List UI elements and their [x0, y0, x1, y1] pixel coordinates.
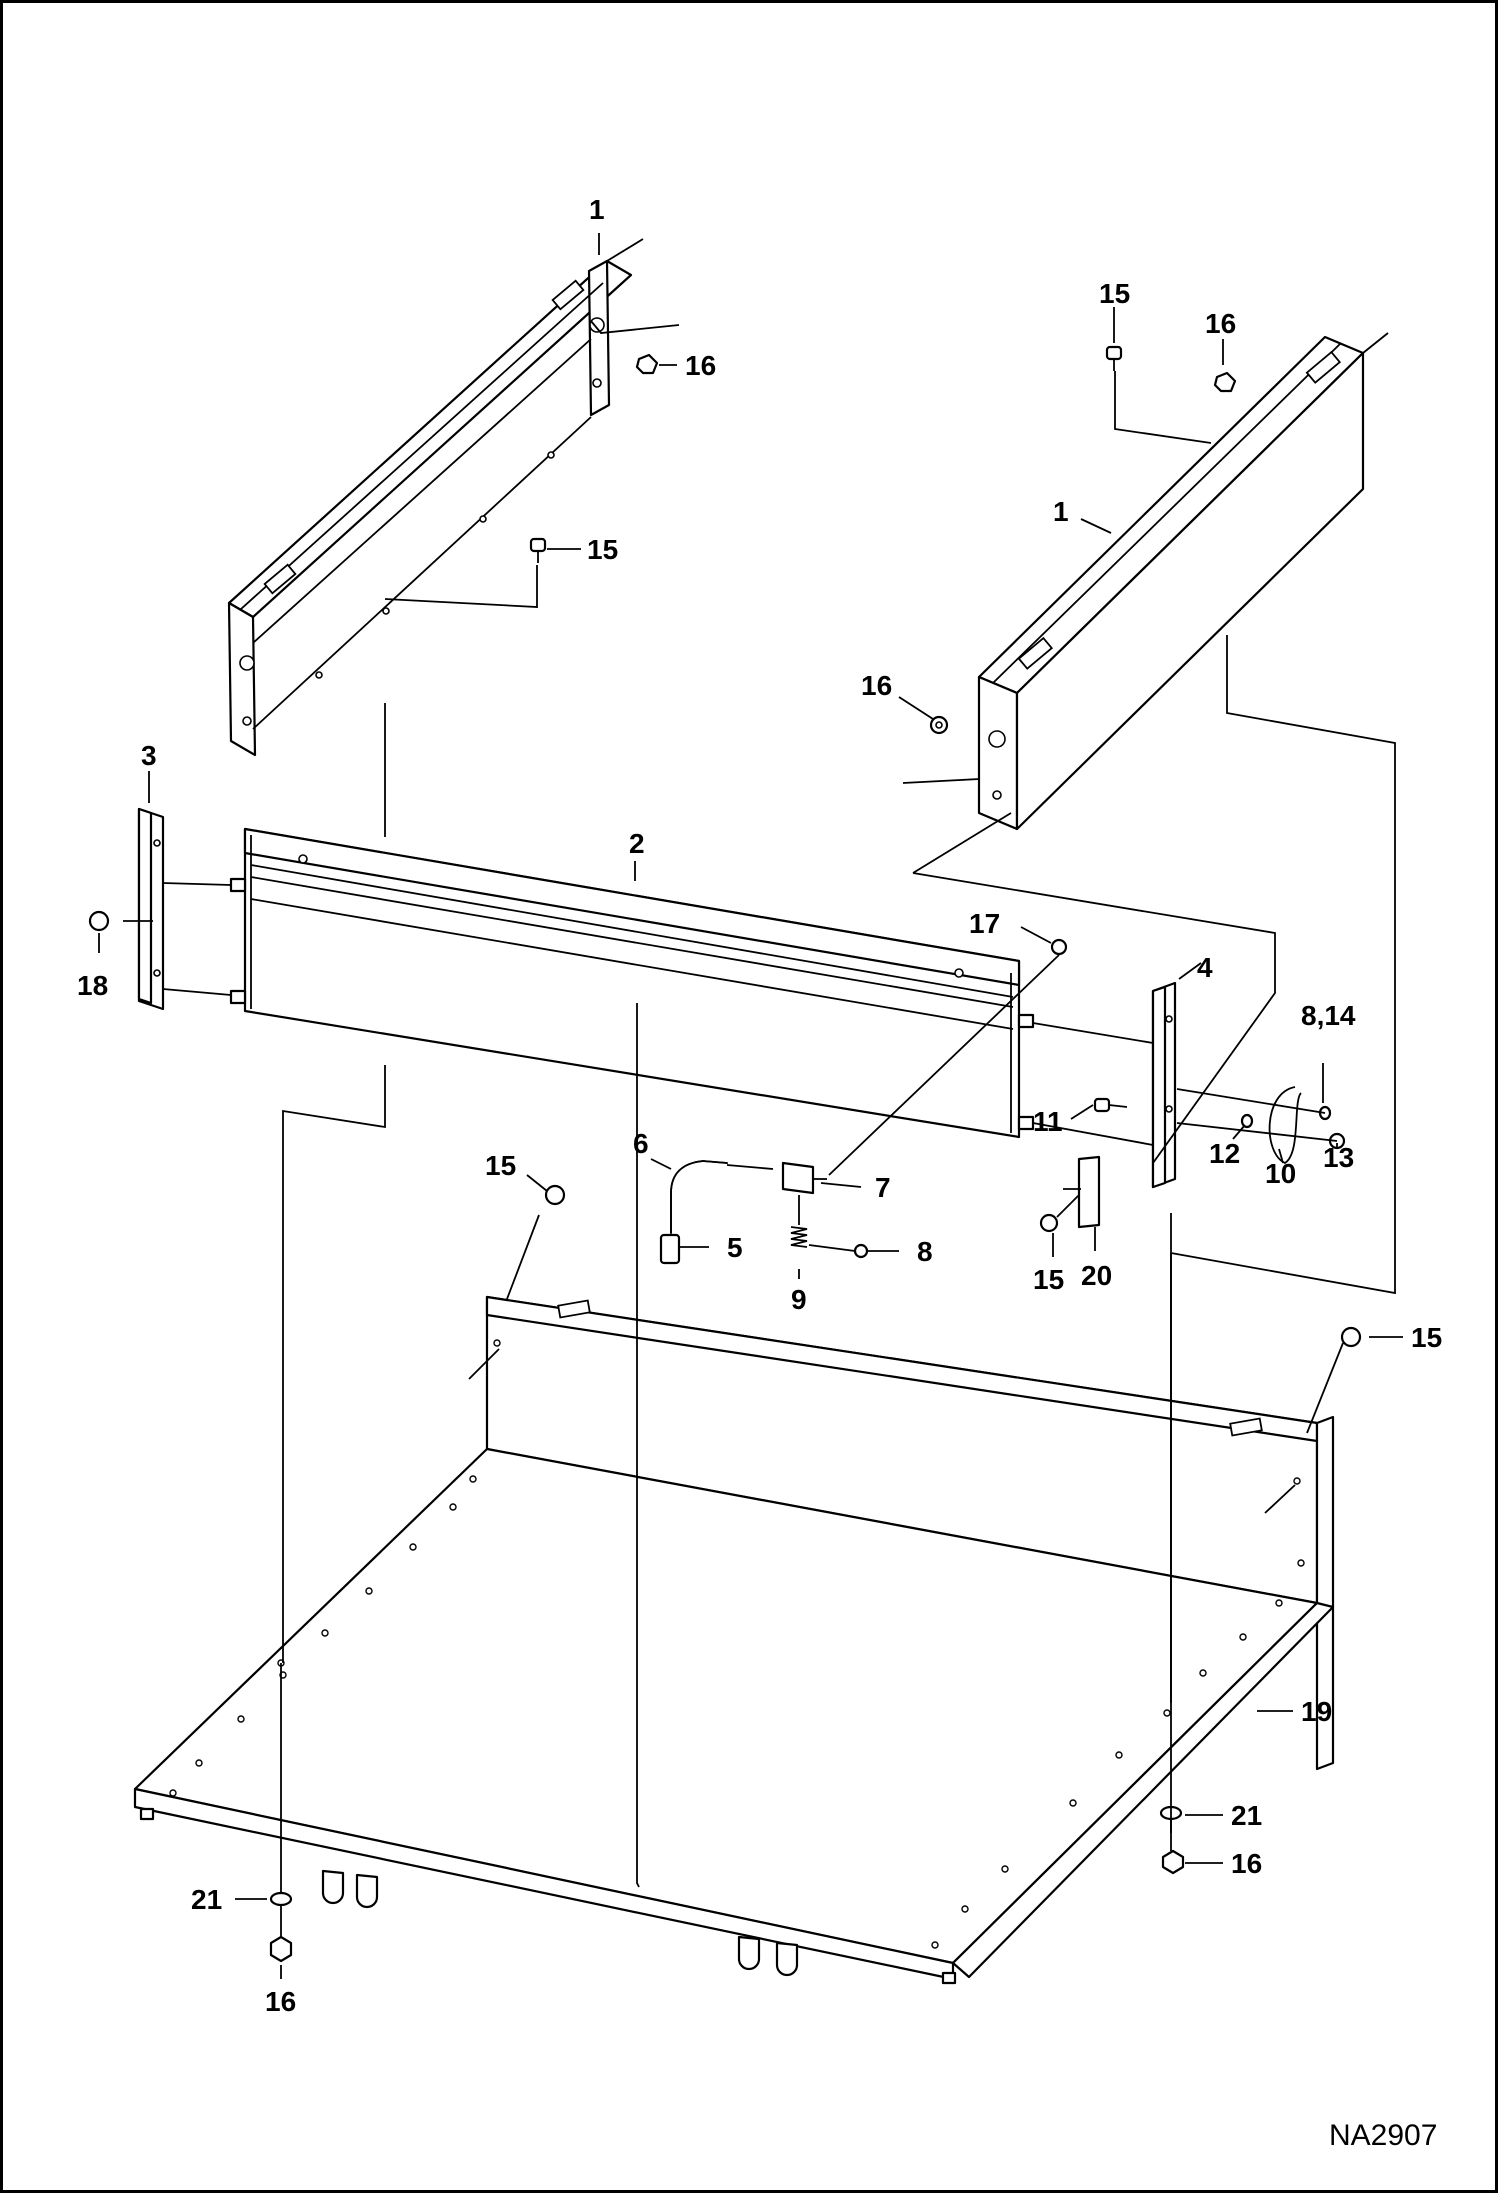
- callout-21-left: 21: [191, 1884, 222, 1915]
- assembly-guide-lines: [123, 320, 1396, 1937]
- hardware: [88, 345, 1362, 1963]
- callout-16-bottom-right: 16: [1231, 1848, 1262, 1879]
- drawing-number: NA2907: [1329, 2119, 1437, 2152]
- callout-19: 19: [1301, 1696, 1332, 1727]
- callout-1-left: 1: [589, 194, 605, 225]
- callout-4: 4: [1197, 952, 1213, 983]
- callout-13: 13: [1323, 1142, 1354, 1173]
- callout-5: 5: [727, 1232, 743, 1263]
- callout-20: 20: [1081, 1260, 1112, 1291]
- callout-11: 11: [1033, 1106, 1063, 1137]
- right-side-rail: [977, 332, 1389, 831]
- callout-15-top-left: 15: [587, 534, 618, 565]
- floor-tray: [133, 1295, 1335, 1985]
- callout-2: 2: [629, 828, 645, 859]
- callout-17: 17: [969, 908, 1000, 939]
- leader-lines: [98, 233, 1403, 1979]
- callout-8-14: 8,14: [1301, 1000, 1356, 1031]
- right-latch-bracket: [1151, 981, 1177, 1189]
- callout-21-right: 21: [1231, 1800, 1262, 1831]
- callout-3: 3: [141, 740, 157, 771]
- callout-18: 18: [77, 970, 108, 1001]
- left-side-rail: [227, 238, 644, 757]
- callout-15-top-right: 15: [1099, 278, 1130, 309]
- callout-16-top-left: 16: [685, 350, 716, 381]
- callout-16-bottom-left: 16: [265, 1986, 296, 2017]
- callout-12: 12: [1209, 1138, 1240, 1169]
- callout-6: 6: [633, 1128, 649, 1159]
- exploded-parts-diagram: 1 16 15 16 1 15 16 3 2 17 4 18 8,14 11 1…: [77, 194, 1442, 2152]
- callout-8: 8: [917, 1236, 933, 1267]
- center-panel: [229, 827, 1035, 1139]
- callout-16-top-right: 16: [1205, 308, 1236, 339]
- callout-15-right: 15: [1411, 1322, 1442, 1353]
- callout-15-handle: 15: [1033, 1264, 1064, 1295]
- callout-labels: 1 16 15 16 1 15 16 3 2 17 4 18 8,14 11 1…: [77, 194, 1442, 2017]
- callout-9: 9: [791, 1284, 807, 1315]
- callout-1-right: 1: [1053, 496, 1069, 527]
- callout-16-mid: 16: [861, 670, 892, 701]
- callout-7: 7: [875, 1172, 891, 1203]
- callout-15-mid: 15: [485, 1150, 516, 1181]
- left-latch-bracket: [137, 807, 165, 1011]
- callout-10: 10: [1265, 1158, 1296, 1189]
